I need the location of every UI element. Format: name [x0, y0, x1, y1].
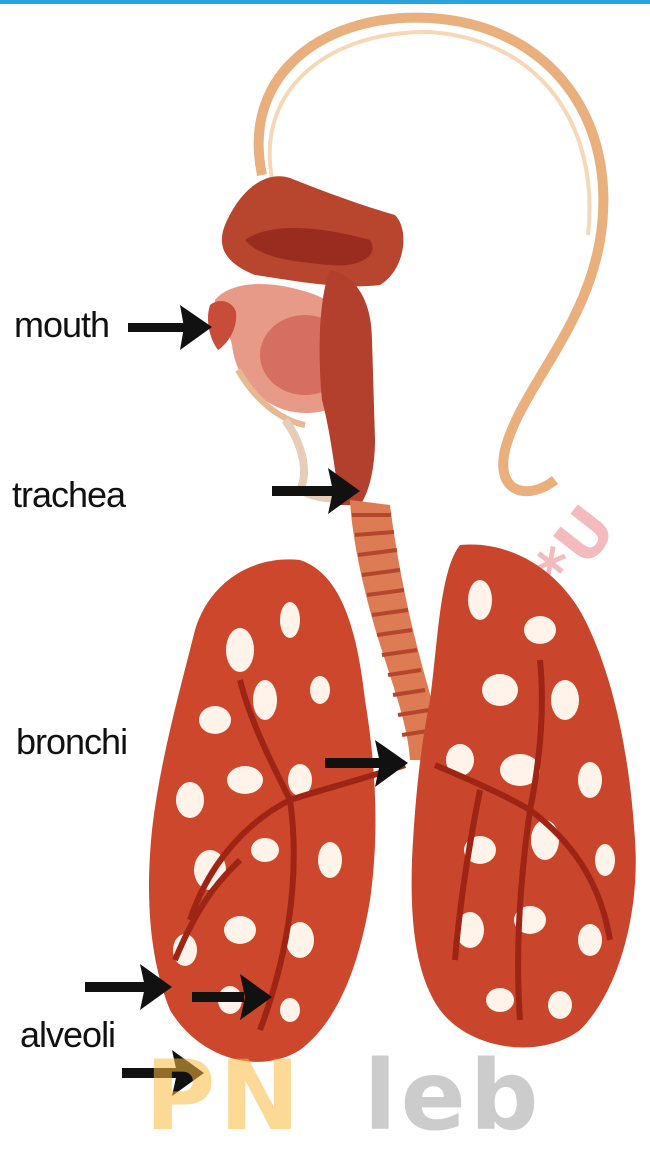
label-mouth: mouth — [14, 307, 109, 343]
label-bronchi: bronchi — [16, 724, 127, 760]
right-lung — [412, 544, 636, 1047]
label-alveoli: alveoli — [20, 1017, 115, 1053]
arrow-mouth — [128, 305, 212, 350]
respiratory-system-illustration — [0, 0, 650, 1103]
watermark-bottom-left: PN — [145, 1040, 304, 1152]
watermark-bottom-right: leb — [364, 1040, 543, 1152]
label-trachea: trachea — [12, 477, 125, 513]
pharynx — [320, 270, 375, 505]
